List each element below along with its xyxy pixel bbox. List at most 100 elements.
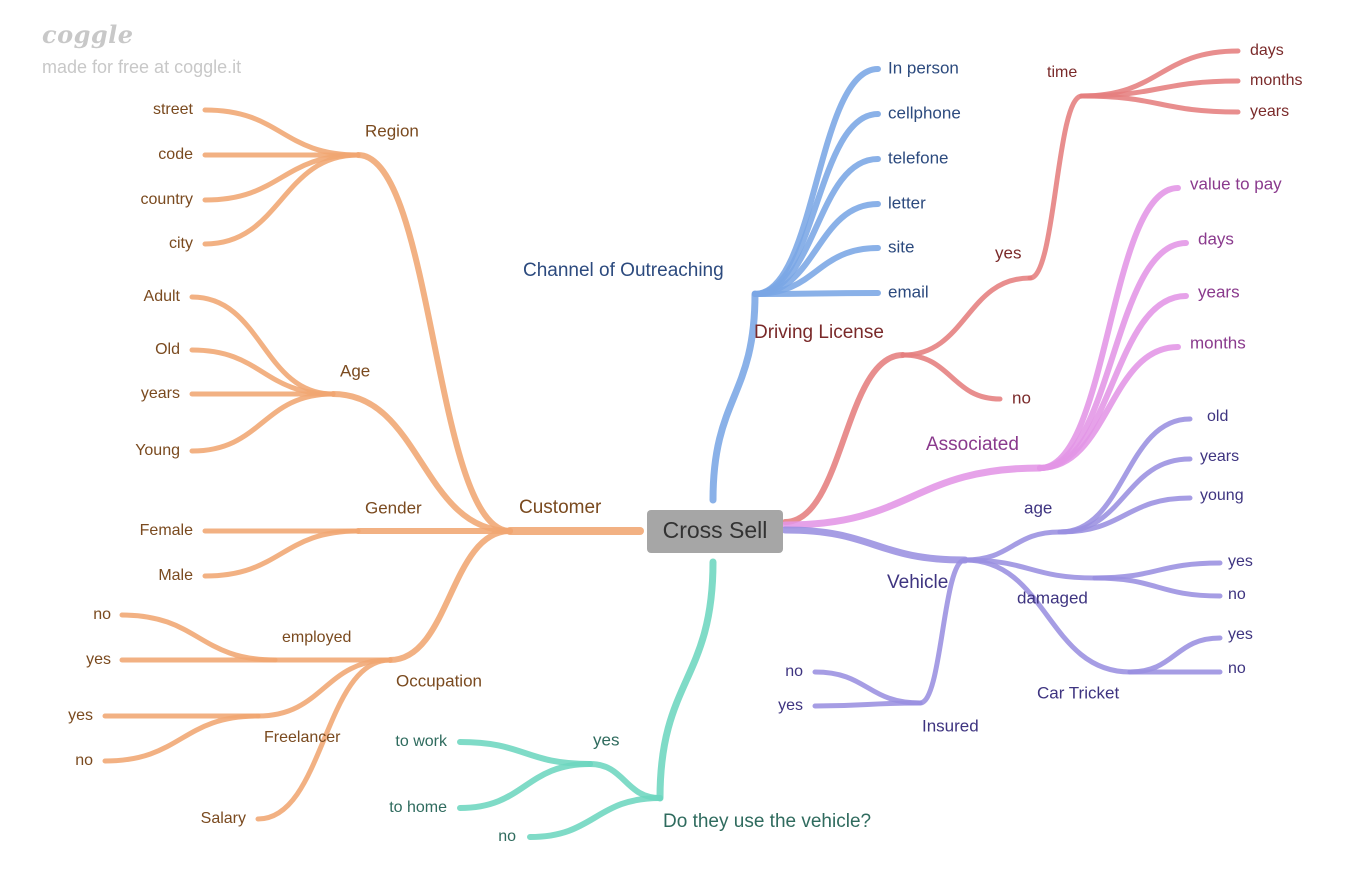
node-usage-to-work[interactable]: to work xyxy=(395,733,448,750)
node-vehicle[interactable]: Vehicle xyxy=(887,572,948,593)
node-associated-days[interactable]: days xyxy=(1198,229,1234,248)
node-channel-in-person[interactable]: In person xyxy=(888,58,959,77)
node-channel-telefone[interactable]: telefone xyxy=(888,148,949,167)
node-do-they-use-the-vehicle[interactable]: Do they use the vehicle? xyxy=(663,811,871,832)
node-customer-age[interactable]: Age xyxy=(340,361,370,380)
node-usage-to-home[interactable]: to home xyxy=(389,799,447,816)
node-region[interactable]: Region xyxy=(365,121,419,140)
node-customer-age-years[interactable]: years xyxy=(141,385,180,402)
edge-usage-to-home xyxy=(457,761,593,811)
node-damaged-yes[interactable]: yes xyxy=(1228,553,1253,570)
node-region-country[interactable]: country xyxy=(141,191,193,208)
node-insured-no[interactable]: no xyxy=(785,663,803,680)
edge-vehicle-age xyxy=(962,529,1063,563)
node-freelancer-no[interactable]: no xyxy=(75,752,93,769)
node-time-days[interactable]: days xyxy=(1250,42,1284,59)
node-driving-time[interactable]: time xyxy=(1047,64,1077,81)
node-associated-years[interactable]: years xyxy=(1198,282,1240,301)
node-driving-yes[interactable]: yes xyxy=(995,243,1021,262)
node-channel-cellphone[interactable]: cellphone xyxy=(888,103,961,122)
edge-root-channel xyxy=(709,290,759,504)
edge-root-vehicle xyxy=(781,526,969,564)
node-channel-letter[interactable]: letter xyxy=(888,193,926,212)
node-gender[interactable]: Gender xyxy=(365,498,422,517)
node-freelancer[interactable]: Freelancer xyxy=(264,729,341,746)
watermark-caption: made for free at coggle.it xyxy=(42,57,242,77)
root-node-box xyxy=(647,510,783,553)
edge-root-driving-license xyxy=(782,352,906,525)
edge-age-adult xyxy=(189,294,336,397)
node-insured-yes[interactable]: yes xyxy=(778,697,803,714)
node-occupation[interactable]: Occupation xyxy=(396,671,482,690)
node-salary[interactable]: Salary xyxy=(201,810,246,827)
edge-car-ticket-yes xyxy=(1127,635,1223,675)
edge-insured-no xyxy=(812,669,923,706)
node-channel-site[interactable]: site xyxy=(888,237,914,256)
node-gender-female[interactable]: Female xyxy=(140,522,193,539)
edge-driving-time xyxy=(1027,93,1085,281)
node-usage-yes[interactable]: yes xyxy=(593,730,619,749)
node-age-years[interactable]: years xyxy=(1200,448,1239,465)
edge-occupation-salary xyxy=(255,657,393,822)
edge-channel-in-person xyxy=(752,66,881,297)
edge-associated-value-to-pay xyxy=(1037,185,1181,471)
node-vehicle-insured[interactable]: Insured xyxy=(922,716,979,735)
node-associated-value-to-pay[interactable]: value to pay xyxy=(1190,174,1282,193)
edge-age-young xyxy=(189,391,336,454)
node-customer-age-young[interactable]: Young xyxy=(135,442,180,459)
node-employed-yes[interactable]: yes xyxy=(86,651,111,668)
edge-gender-male xyxy=(202,528,361,579)
edge-vehicle-insured xyxy=(917,557,968,706)
node-employed-no[interactable]: no xyxy=(93,606,111,623)
edge-age-young xyxy=(1057,495,1193,535)
node-customer-age-old[interactable]: Old xyxy=(155,341,180,358)
node-channel-of-outreaching[interactable]: Channel of Outreaching xyxy=(523,260,724,281)
edge-root-usage xyxy=(656,558,717,802)
edge-insured-yes xyxy=(812,700,923,709)
node-car-ticket-yes[interactable]: yes xyxy=(1228,626,1253,643)
node-age-young[interactable]: young xyxy=(1200,487,1244,504)
node-gender-male[interactable]: Male xyxy=(158,567,193,584)
root-node-cross-sell[interactable]: Cross Sell xyxy=(647,510,783,553)
node-employed[interactable]: employed xyxy=(282,629,351,646)
node-associated[interactable]: Associated xyxy=(926,434,1019,455)
edge-age-years xyxy=(1057,456,1193,535)
node-region-street[interactable]: street xyxy=(153,101,194,118)
node-region-code[interactable]: code xyxy=(158,146,193,163)
edge-employed-no xyxy=(119,612,278,663)
edge-customer-region xyxy=(355,152,513,534)
edge-usage-no xyxy=(527,795,663,840)
node-usage-no[interactable]: no xyxy=(498,828,516,845)
edge-driving-no xyxy=(900,352,1003,402)
edge-damaged-yes xyxy=(1092,560,1223,581)
edge-damaged-no xyxy=(1092,575,1223,599)
node-age-old[interactable]: old xyxy=(1207,408,1228,425)
node-customer[interactable]: Customer xyxy=(519,497,602,518)
edge-channel-email xyxy=(752,290,881,297)
node-vehicle-car-tricket[interactable]: Car Tricket xyxy=(1037,683,1119,702)
node-vehicle-age[interactable]: age xyxy=(1024,498,1052,517)
edge-freelancer-no xyxy=(102,713,261,764)
edge-time-months xyxy=(1079,78,1241,99)
node-car-ticket-no[interactable]: no xyxy=(1228,660,1246,677)
node-region-city[interactable]: city xyxy=(169,235,193,252)
node-channel-email[interactable]: email xyxy=(888,282,929,301)
edge-vehicle-car-ticket xyxy=(962,557,1133,675)
edge-customer-age xyxy=(330,391,513,534)
node-associated-months[interactable]: months xyxy=(1190,333,1246,352)
edge-region-city xyxy=(202,152,361,247)
node-damaged-no[interactable]: no xyxy=(1228,586,1246,603)
edge-usage-to-work xyxy=(457,739,593,767)
node-freelancer-yes[interactable]: yes xyxy=(68,707,93,724)
node-customer-age-adult[interactable]: Adult xyxy=(144,288,181,305)
node-vehicle-damaged[interactable]: damaged xyxy=(1017,588,1088,607)
edge-usage-yes xyxy=(587,761,663,801)
node-driving-no[interactable]: no xyxy=(1012,388,1031,407)
edge-driving-yes xyxy=(900,275,1033,358)
node-time-months[interactable]: months xyxy=(1250,72,1302,89)
node-time-years[interactable]: years xyxy=(1250,103,1289,120)
node-driving-license[interactable]: Driving License xyxy=(754,322,884,343)
coggle-watermark: coggle made for free at coggle.it xyxy=(42,20,241,78)
edge-root-associated xyxy=(781,464,1044,529)
